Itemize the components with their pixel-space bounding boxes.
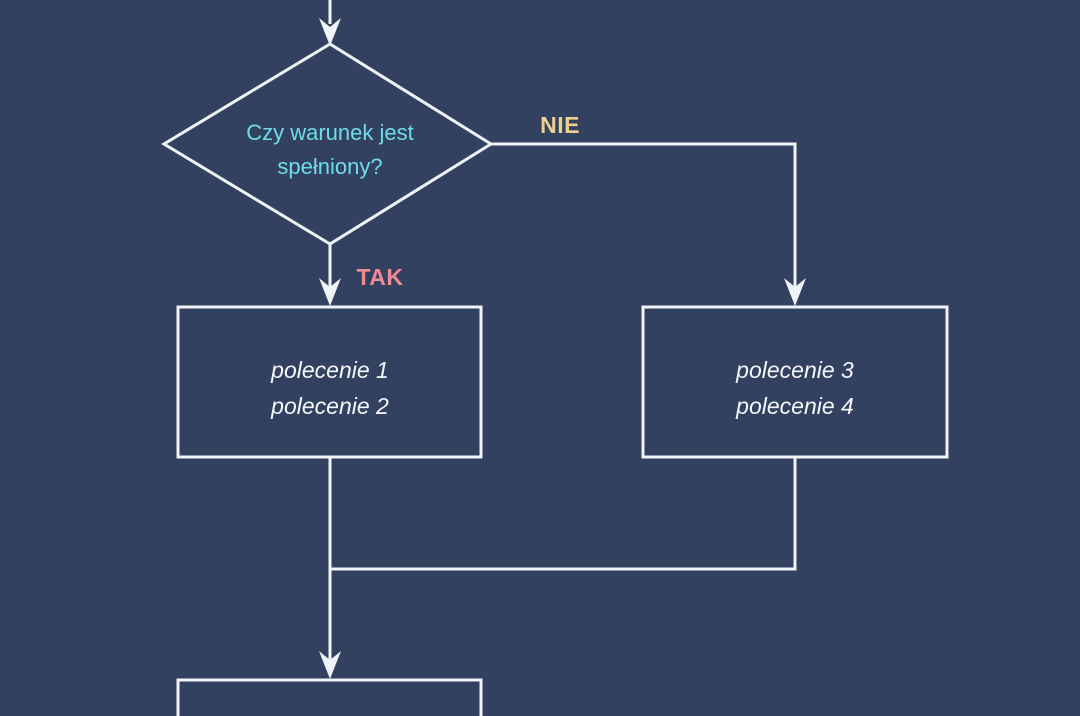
edge-no <box>491 142 797 288</box>
true-box-text: polecenie 1 polecenie 2 <box>270 357 389 419</box>
decision-text: Czy warunek jest spełniony? <box>246 120 414 179</box>
flowchart-arrowheads <box>319 18 806 679</box>
false-box-line1: polecenie 3 <box>735 357 854 383</box>
arrowhead-into-decision <box>319 18 341 46</box>
edge-merge-right <box>330 457 797 571</box>
flowchart-lines <box>161 0 949 716</box>
false-box-line2: polecenie 4 <box>735 393 854 419</box>
arrowhead-into-false-box <box>784 278 806 306</box>
decision-label-line1: Czy warunek jest <box>246 120 414 145</box>
true-box-line2: polecenie 2 <box>270 393 389 419</box>
true-box-line1: polecenie 1 <box>270 357 389 383</box>
arrowhead-into-true-box <box>319 278 341 306</box>
arrowhead-into-next-box <box>319 651 341 679</box>
no-branch-label: NIE <box>540 112 580 138</box>
yes-branch-label: TAK <box>356 264 403 290</box>
next-box-node <box>176 678 483 716</box>
false-box-text: polecenie 3 polecenie 4 <box>735 357 854 419</box>
decision-label-line2: spełniony? <box>277 154 382 179</box>
